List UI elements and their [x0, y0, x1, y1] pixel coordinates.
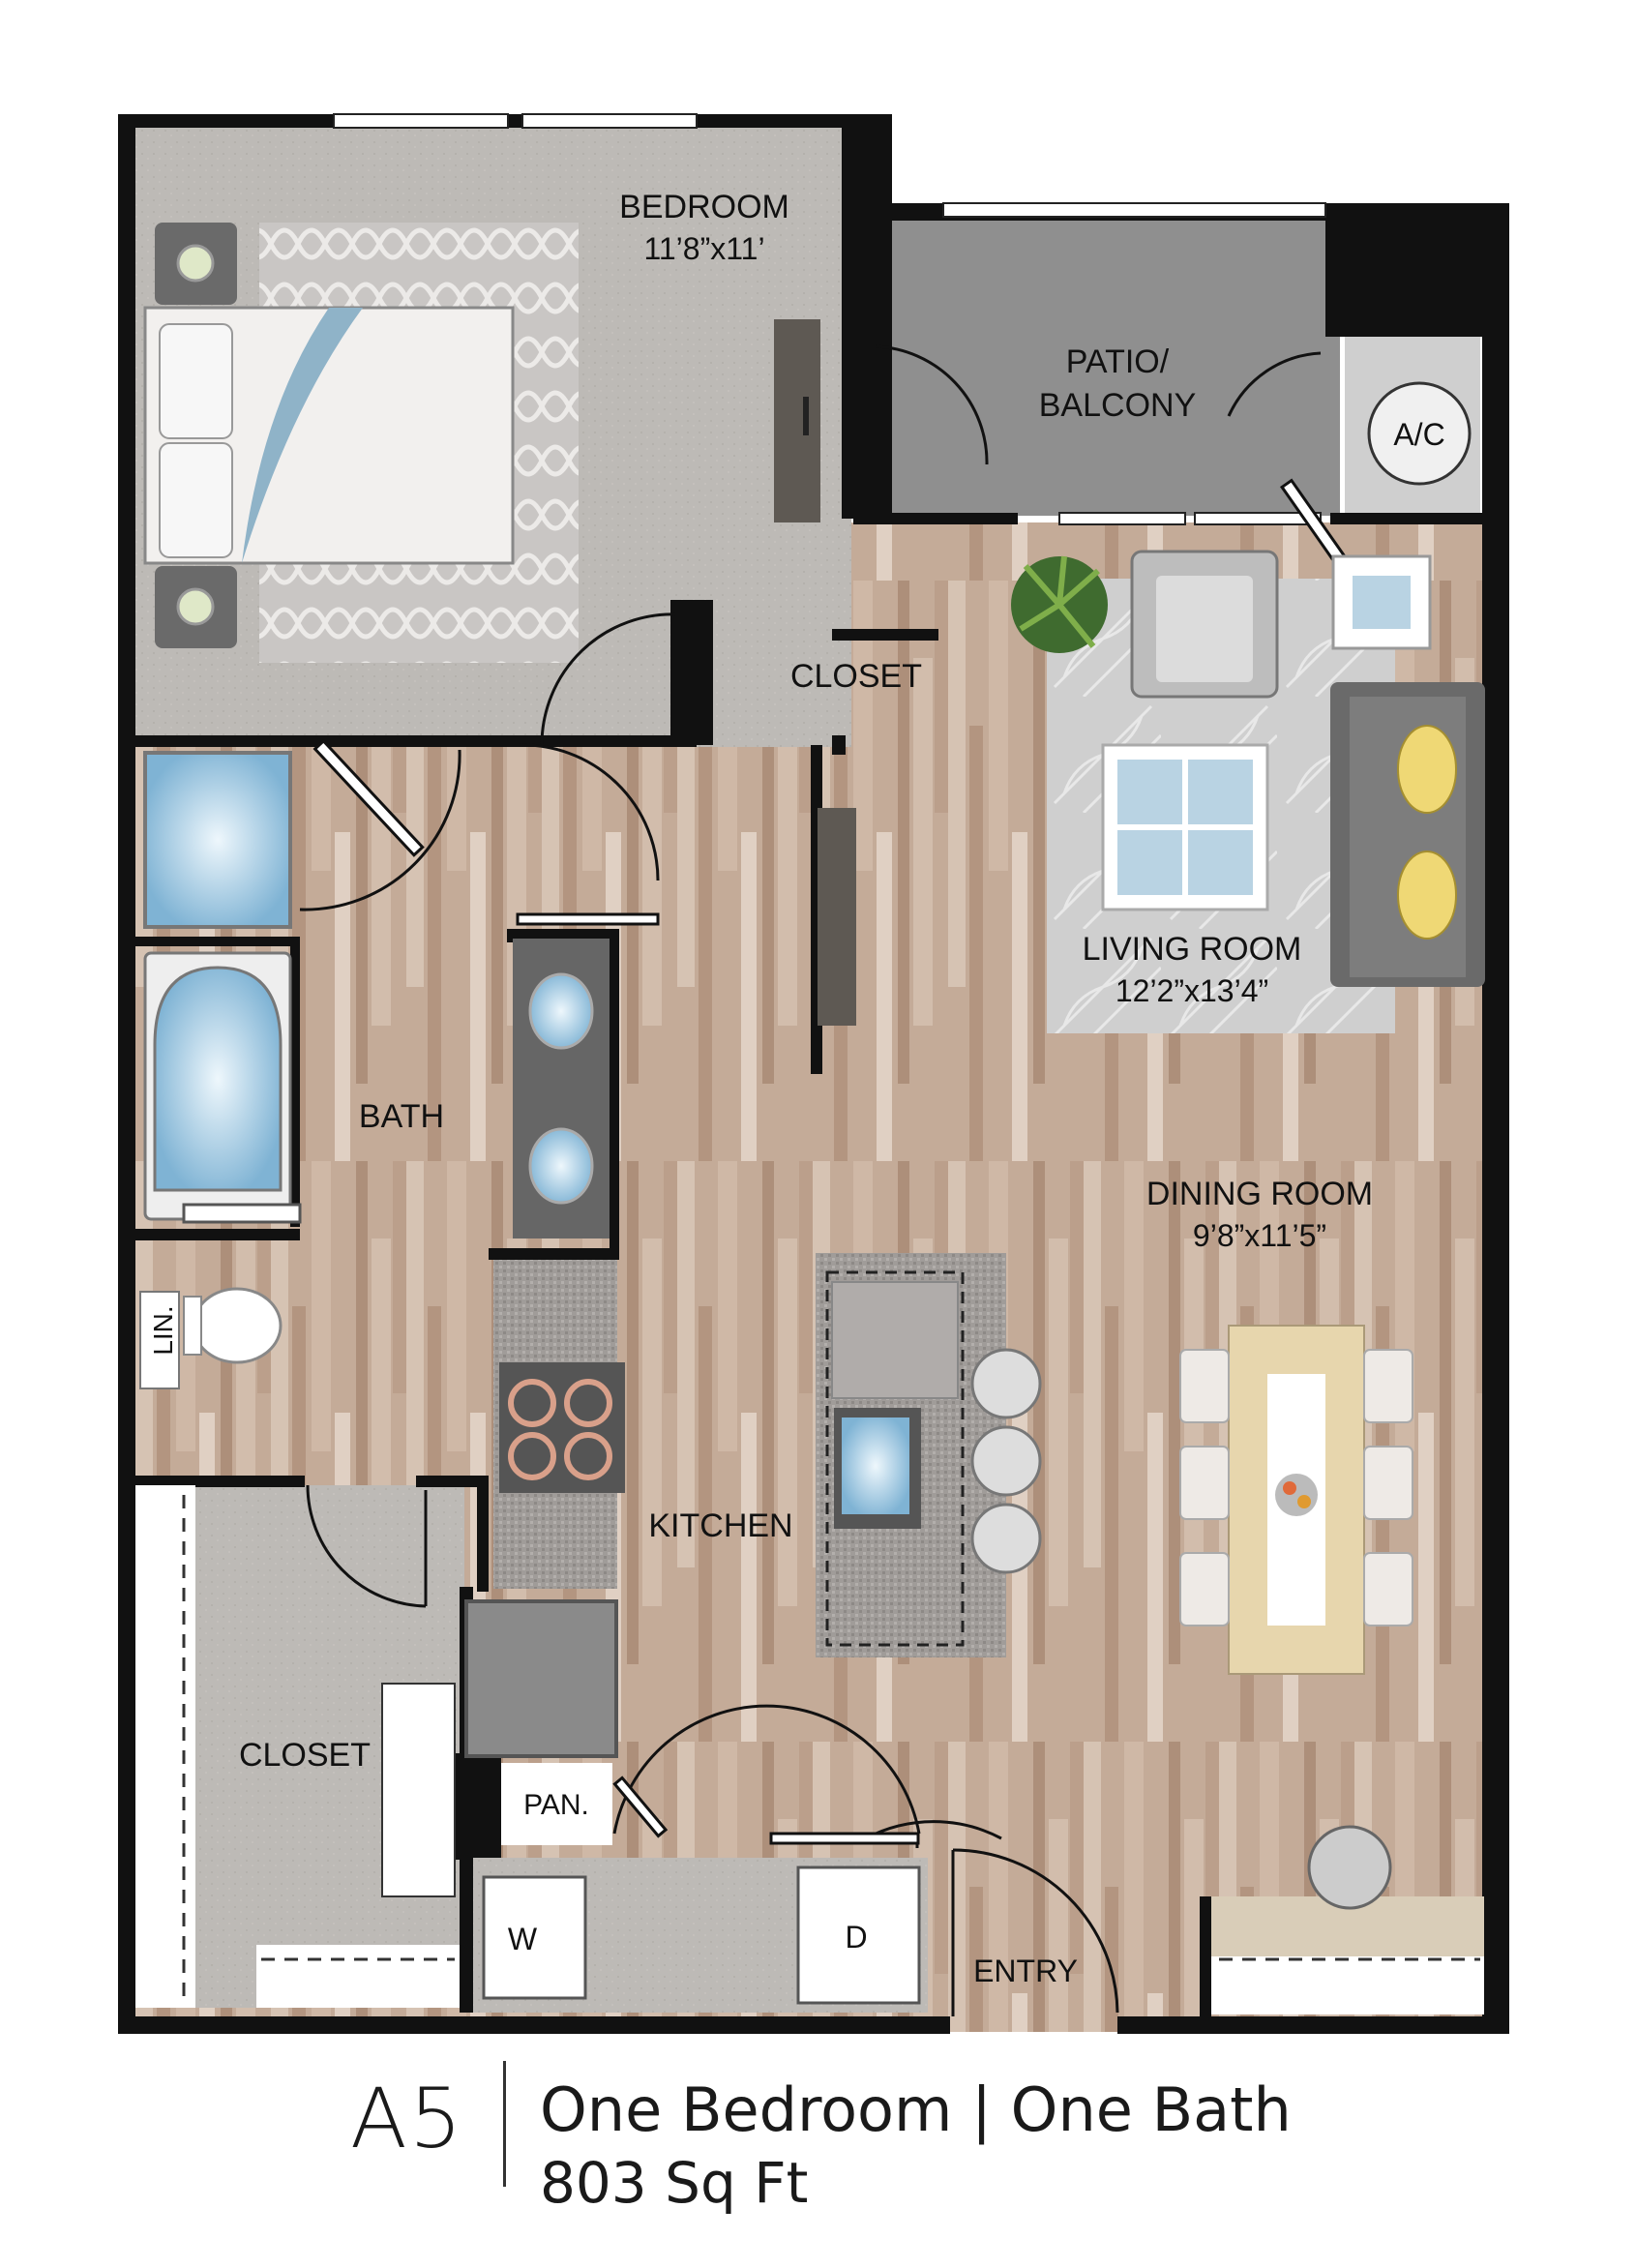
entry-label: ENTRY: [973, 1954, 1078, 1988]
patio-label-line2: BALCONY: [1039, 387, 1197, 424]
living-room-dimension: 12’2”x13’4”: [1115, 973, 1268, 1008]
caption-divider: [503, 2061, 506, 2187]
washer: [482, 1875, 587, 2000]
desk-chair: [1307, 1825, 1392, 1910]
unit-area: 803 Sq Ft: [540, 2150, 809, 2216]
bedroom-dimension: 11’8”x11’: [643, 231, 764, 266]
patio-label-line1: PATIO/: [1066, 343, 1170, 380]
dryer-label: D: [845, 1920, 867, 1955]
living-furniture: [818, 550, 1485, 1026]
desk-cabinet: [1211, 1956, 1484, 2014]
ac-label: A/C: [1393, 417, 1444, 452]
unit-name: A5: [350, 2071, 464, 2167]
dining-furniture: [1179, 1325, 1413, 1675]
living-room-label: LIVING ROOM: [1083, 931, 1302, 968]
windows: [333, 113, 1326, 525]
bath-label: BATH: [359, 1098, 444, 1135]
dryer: [796, 1865, 921, 2005]
bottom-closet-label: CLOSET: [239, 1737, 371, 1774]
pantry-label: PAN.: [523, 1789, 589, 1821]
bedroom-label: BEDROOM: [619, 189, 789, 225]
linen-label: LIN.: [148, 1305, 178, 1355]
pantry-box: [501, 1763, 612, 1845]
top-closet-label: CLOSET: [790, 658, 922, 695]
ac-unit-icon: [1367, 381, 1472, 486]
door-swings: [299, 344, 1322, 2016]
washer-label: W: [508, 1922, 538, 1956]
bath-fixtures: [139, 751, 610, 1389]
unit-description: One Bedroom | One Bath: [540, 2074, 1292, 2145]
closet-shelving: [135, 1485, 460, 2008]
kitchen-label: KITCHEN: [648, 1507, 792, 1544]
top-closet-floor: [721, 605, 832, 735]
kitchen-fixtures: [464, 1253, 1042, 1758]
dining-room-dimension: 9’8”x11’5”: [1193, 1218, 1326, 1253]
bedroom-furniture: [143, 223, 820, 648]
dining-room-label: DINING ROOM: [1146, 1176, 1373, 1212]
